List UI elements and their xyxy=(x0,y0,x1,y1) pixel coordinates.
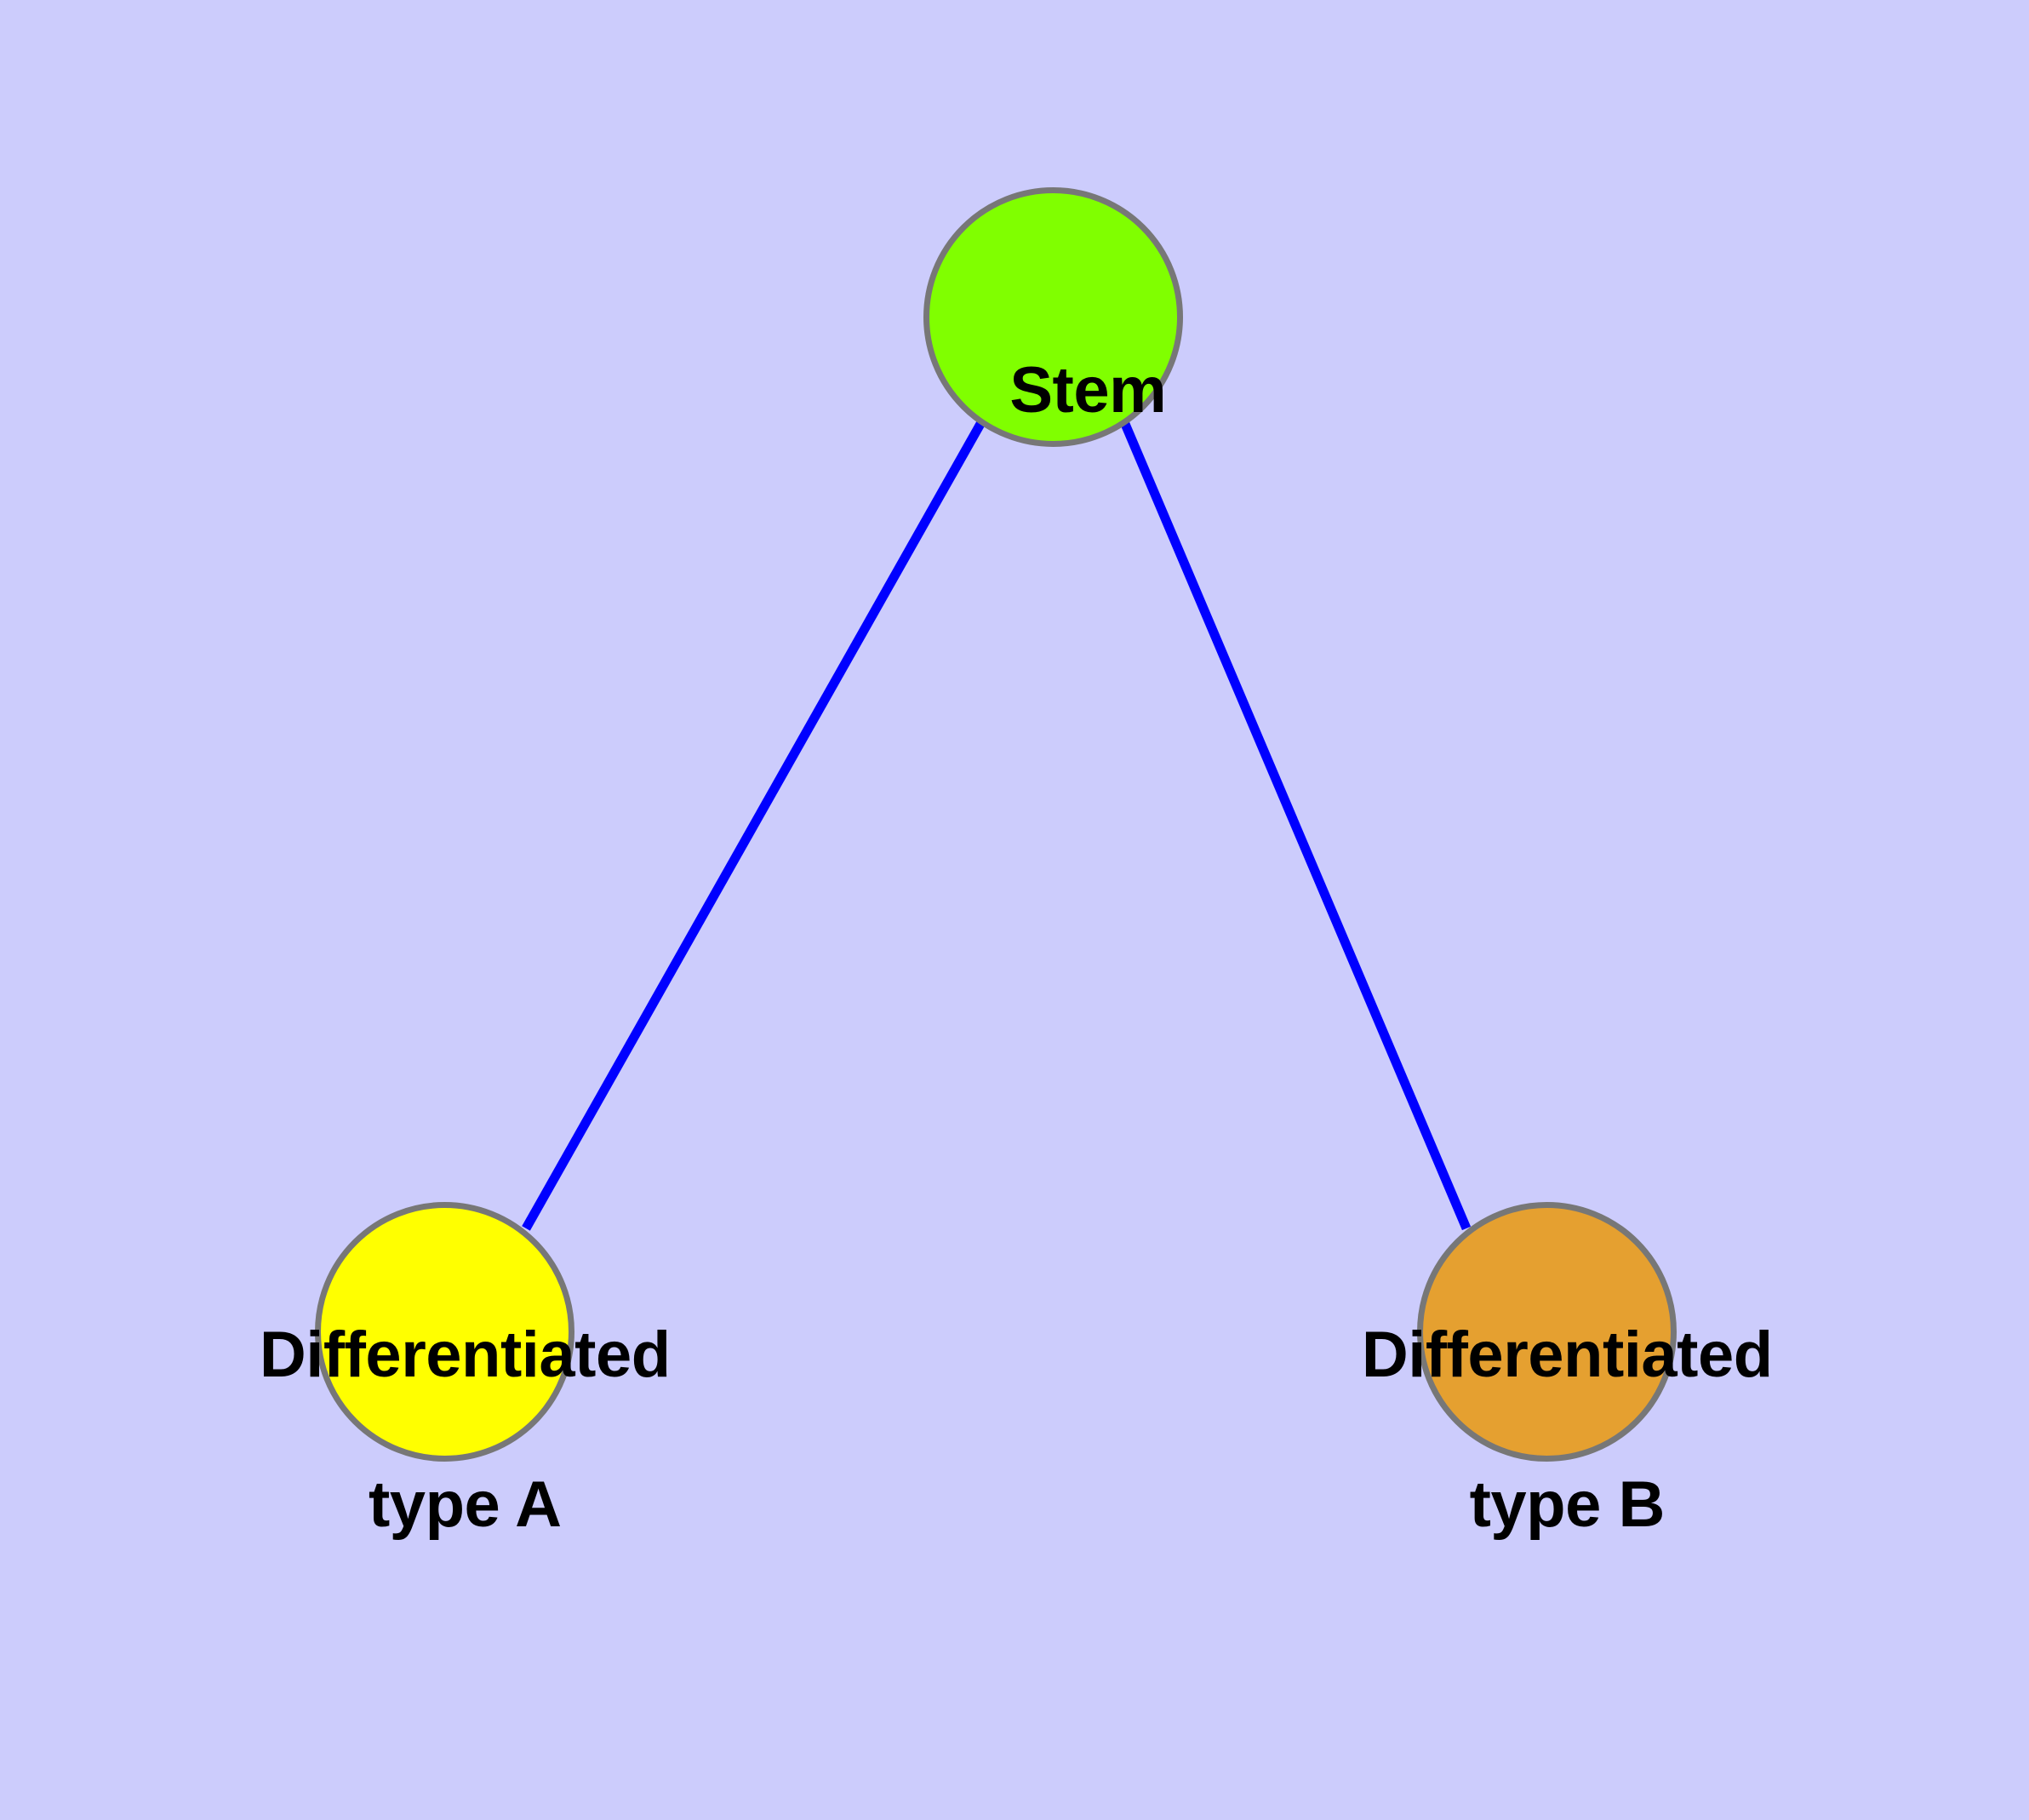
edge-stem-to-differentiated-type-a xyxy=(522,421,985,1231)
node-stem-label-line1: Stem xyxy=(1009,354,1167,427)
node-stem[interactable] xyxy=(923,187,1183,447)
node-differentiated-type-b[interactable] xyxy=(1417,1202,1677,1462)
node-differentiated-type-a-label-line1: Differentiated xyxy=(259,1319,671,1392)
node-differentiated-type-a[interactable] xyxy=(315,1202,574,1462)
node-stem-label: Stem xyxy=(797,278,1308,503)
node-differentiated-type-a-label-line2: type A xyxy=(369,1468,562,1542)
node-differentiated-type-b-label: Differentiated type B xyxy=(1204,1243,1860,1618)
node-differentiated-type-b-label-line1: Differentiated xyxy=(1361,1319,1773,1392)
node-differentiated-type-b-label-line2: type B xyxy=(1469,1468,1666,1542)
edge-stem-to-differentiated-type-b xyxy=(1120,421,1472,1231)
node-differentiated-type-a-label: Differentiated type A xyxy=(102,1243,757,1618)
